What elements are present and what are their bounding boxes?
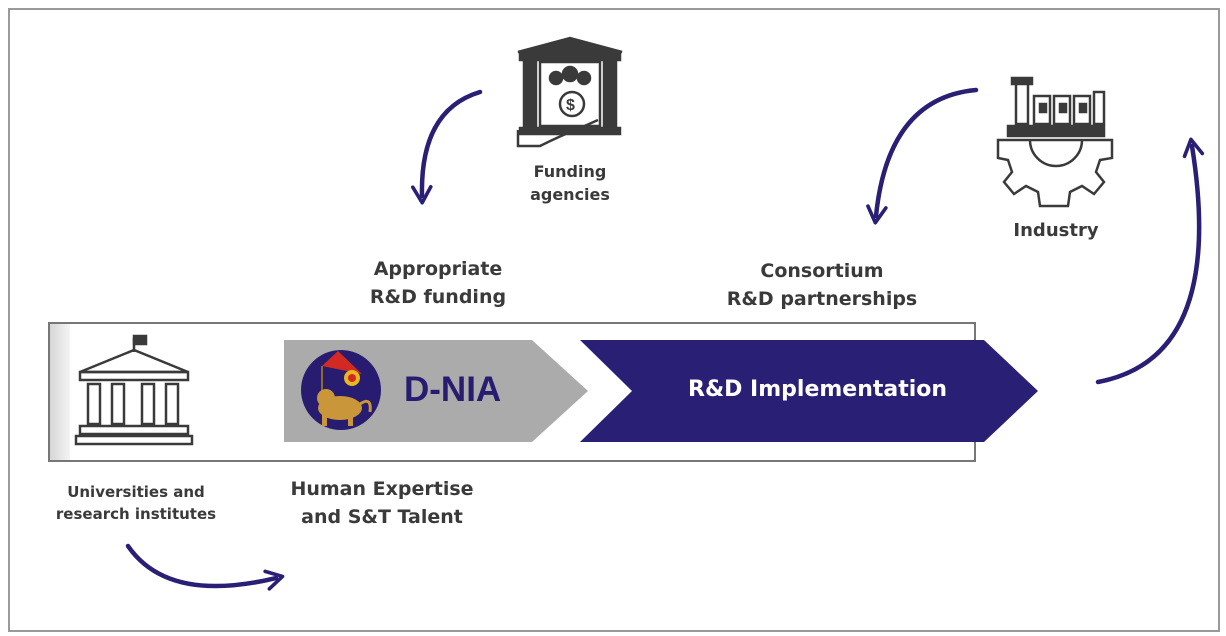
- bank-funding-icon: $: [516, 36, 623, 148]
- funding-flow-label: Appropriate R&D funding: [338, 256, 538, 311]
- dnia-label: D-NIA: [404, 370, 502, 409]
- universities-line1: Universities and: [67, 483, 205, 501]
- implementation-label: R&D Implementation: [688, 377, 948, 402]
- svg-text:$: $: [566, 97, 575, 114]
- implementation-chevron: [580, 340, 1038, 442]
- expertise-flow-line2: and S&T Talent: [301, 505, 463, 528]
- consortium-flow-line1: Consortium: [760, 260, 884, 282]
- funding-flow-line1: Appropriate: [373, 258, 503, 280]
- diagram-frame: [8, 8, 1220, 632]
- universities-line2: research institutes: [55, 504, 217, 523]
- funding-arrow: [410, 89, 483, 205]
- funding-agencies-line2: agencies: [530, 185, 610, 205]
- industry-label: Industry: [1013, 220, 1099, 241]
- dnia-logo: [301, 350, 381, 430]
- consortium-flow-label: Consortium R&D partnerships: [712, 258, 932, 313]
- funding-agencies-line1: Funding: [533, 162, 607, 181]
- factory-gear-icon: [996, 76, 1114, 208]
- expertise-flow-label: Human Expertise and S&T Talent: [272, 476, 492, 531]
- industry-arrow: [866, 87, 979, 225]
- funding-flow-line2: R&D funding: [369, 285, 507, 308]
- university-building-icon: [74, 334, 194, 446]
- expertise-flow-line1: Human Expertise: [290, 478, 474, 500]
- output-arrow: [1095, 137, 1205, 385]
- funding-agencies-label: Funding agencies: [520, 160, 620, 206]
- university-arrow: [125, 543, 285, 591]
- universities-label: Universities and research institutes: [36, 482, 236, 526]
- consortium-flow-line2: R&D partnerships: [726, 287, 918, 310]
- bar-shade: [50, 324, 70, 460]
